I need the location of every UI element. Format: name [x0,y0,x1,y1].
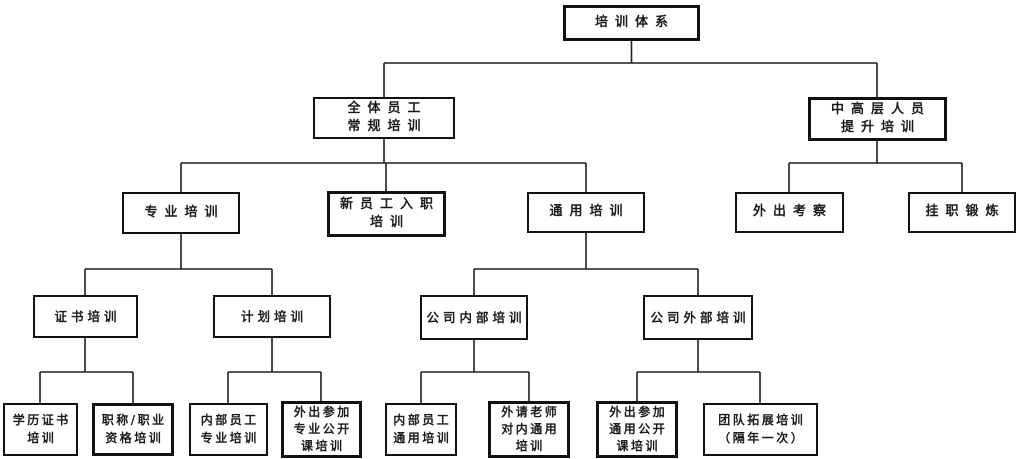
node-internal-staff-professional: 内部员工 专业培训 [189,403,268,456]
node-title-qualification-training: 职称/职业 资格培训 [92,403,174,456]
node-external-general-open-course: 外出参加 通用公开 课培训 [596,401,678,458]
node-general-training: 通用培训 [527,192,645,233]
node-diploma-certificate-training: 学历证书 培训 [3,403,78,456]
node-team-building-training: 团队拓展培训 （隔年一次） [703,403,818,456]
node-company-internal-training: 公司内部培训 [420,295,528,340]
node-internal-staff-general: 内部员工 通用培训 [385,403,457,456]
node-root: 培训体系 [563,5,700,41]
node-external-professional-open-course: 外出参加 专业公开 课培训 [281,401,362,458]
node-temporary-post-exercise: 挂职锻炼 [908,192,1016,233]
node-certificate-training: 证书培训 [33,295,138,338]
node-new-employee-onboarding: 新员工入职 培训 [327,191,446,237]
node-company-external-training: 公司外部培训 [643,295,753,340]
node-senior-staff-training: 中高层人员 提升培训 [808,97,947,141]
node-professional-training: 专业培训 [122,192,240,234]
node-regular-training: 全体员工 常规培训 [313,97,455,139]
tree-connector-path [39,41,963,403]
node-planned-training: 计划培训 [213,295,331,338]
node-external-teacher-general: 外请老师 对内通用 培训 [488,401,570,458]
node-field-visit: 外出考察 [735,192,844,233]
